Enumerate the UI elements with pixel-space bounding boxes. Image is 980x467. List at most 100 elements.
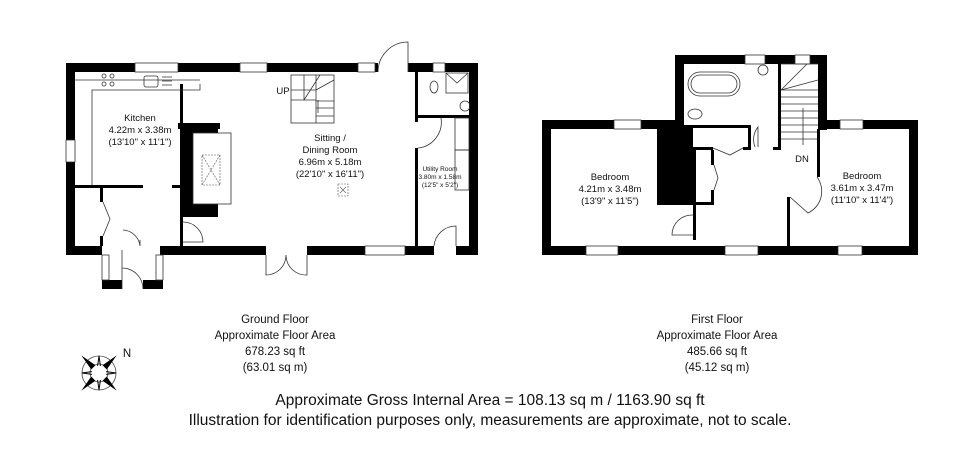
window xyxy=(794,54,811,65)
ceiling-light-cross xyxy=(339,186,347,194)
door-swing xyxy=(789,176,823,214)
toilet-icon xyxy=(429,80,439,94)
wall-left xyxy=(542,120,551,255)
window xyxy=(585,245,619,256)
room-dimensions-metric: 3.61m x 3.47m xyxy=(831,183,894,194)
worktop-icon xyxy=(454,149,470,191)
utility-wall xyxy=(415,148,418,246)
caption-sqm: (63.01 sq m) xyxy=(243,362,308,374)
shower-tray-icon xyxy=(445,72,469,94)
porch-opening xyxy=(102,245,160,256)
room-dimensions-imperial: (22'10" x 16'11") xyxy=(296,169,364,180)
stairs-down-label: DN xyxy=(795,154,809,165)
stair-wall-right xyxy=(818,55,827,130)
wall-right xyxy=(469,63,478,255)
room-name: Bedroom xyxy=(591,172,630,183)
bathroom-wall xyxy=(743,147,751,150)
wardrobe-wall xyxy=(711,150,714,165)
utility-wall xyxy=(415,72,418,122)
window xyxy=(239,62,268,73)
stair-wall xyxy=(778,64,781,150)
toilet-icon xyxy=(687,108,703,120)
door-opening xyxy=(378,62,408,73)
stairs-up-label: UP xyxy=(276,86,289,97)
room-dimensions-imperial: (12'5" x 5'2") xyxy=(422,182,458,189)
window xyxy=(432,62,446,73)
drainer-icon xyxy=(162,76,172,86)
window xyxy=(724,245,759,256)
room-label-utility: Utility Room 3.80m x 1.58m (12'5" x 5'2"… xyxy=(419,166,462,189)
room-dimensions-imperial: (13'10" x 11'1") xyxy=(108,137,171,148)
cupboard-doors xyxy=(712,147,744,156)
kitchen-partition xyxy=(172,185,182,188)
room-dimensions-imperial: (13'9" x 11'5") xyxy=(581,196,639,207)
door-swing xyxy=(417,117,442,149)
cupboard-wall xyxy=(100,188,103,202)
wardrobe-doors xyxy=(713,164,719,191)
window xyxy=(744,54,766,65)
room-dimensions-metric: 3.80m x 1.58m xyxy=(419,174,462,181)
bedroom-wall xyxy=(787,197,790,246)
wall-right xyxy=(909,120,918,255)
kitchen-partition xyxy=(75,185,143,188)
caption-sqft: 678.23 sq ft xyxy=(245,346,306,358)
room-label-bedroom-1: Bedroom 4.21m x 3.48m (13'9" x 11'5") xyxy=(579,172,642,207)
french-doors-opening xyxy=(266,245,307,256)
door-swing xyxy=(753,125,759,148)
hall-wall xyxy=(180,217,183,247)
chimney-breast xyxy=(657,125,693,205)
caption-sqm: (45.12 sq m) xyxy=(685,362,750,374)
wall-top xyxy=(66,63,478,72)
stove-icon xyxy=(201,154,221,186)
chimney-wall xyxy=(178,123,220,129)
porch-wall xyxy=(102,280,122,289)
porch-door-swing xyxy=(121,250,144,290)
stair-wall xyxy=(773,147,781,150)
door-swing xyxy=(122,229,141,247)
bathroom-wall-left xyxy=(675,55,684,130)
room-name: Bedroom xyxy=(843,171,882,182)
window xyxy=(613,119,642,130)
room-label-kitchen: Kitchen 4.22m x 3.38m (13'10" x 11'1") xyxy=(108,113,171,148)
door-swing xyxy=(671,214,694,236)
first-floor-caption: First Floor Approximate Floor Area 485.6… xyxy=(657,314,778,374)
room-name: Kitchen xyxy=(124,113,156,124)
room-dimensions-metric: 4.22m x 3.38m xyxy=(109,125,172,136)
room-label-bedroom-2: Bedroom 3.61m x 3.47m (11'10" x 11'4") xyxy=(831,171,894,206)
gross-internal-area: Approximate Gross Internal Area = 108.13… xyxy=(275,392,705,409)
basin-icon xyxy=(459,100,471,112)
bathroom-wall xyxy=(748,125,751,150)
ground-floor-plan: UP Kitchen 4.22m x 3.38m (13'10" x 11'1"… xyxy=(65,41,478,290)
landing-wall xyxy=(693,147,713,150)
room-name: Utility Room xyxy=(422,166,457,173)
caption-title: First Floor xyxy=(691,314,743,326)
window xyxy=(357,62,376,73)
room-dimensions-imperial: (11'10" x 11'4") xyxy=(831,195,893,206)
porch-window xyxy=(155,254,164,281)
staircase-down xyxy=(780,63,819,145)
porch-wall xyxy=(143,280,163,289)
window xyxy=(134,62,179,73)
door-swing xyxy=(433,225,457,247)
french-doors-swing xyxy=(265,254,308,276)
first-floor-plan: DN Bedroom 4.21m x 3.48m (13'9" x 11'5")… xyxy=(542,54,918,256)
compass-rose-icon xyxy=(81,355,117,391)
ground-floor-caption: Ground Floor Approximate Floor Area 678.… xyxy=(215,314,336,374)
basin-icon xyxy=(757,64,769,76)
kitchen-wall xyxy=(180,84,183,123)
door-opening xyxy=(434,245,456,256)
worktop-icon xyxy=(454,117,470,151)
disclaimer: Illustration for identification purposes… xyxy=(189,412,792,429)
bath-icon xyxy=(687,71,741,97)
window xyxy=(65,139,76,163)
wardrobe-wall xyxy=(711,190,714,205)
window xyxy=(364,245,406,256)
hob-icon xyxy=(101,73,115,87)
opening xyxy=(684,120,818,129)
compass-north-label: N xyxy=(123,348,131,360)
room-name: Sitting / xyxy=(314,133,346,144)
caption-subtitle: Approximate Floor Area xyxy=(657,330,778,342)
cupboard-doors xyxy=(102,201,111,237)
wardrobe-wall xyxy=(693,202,714,205)
